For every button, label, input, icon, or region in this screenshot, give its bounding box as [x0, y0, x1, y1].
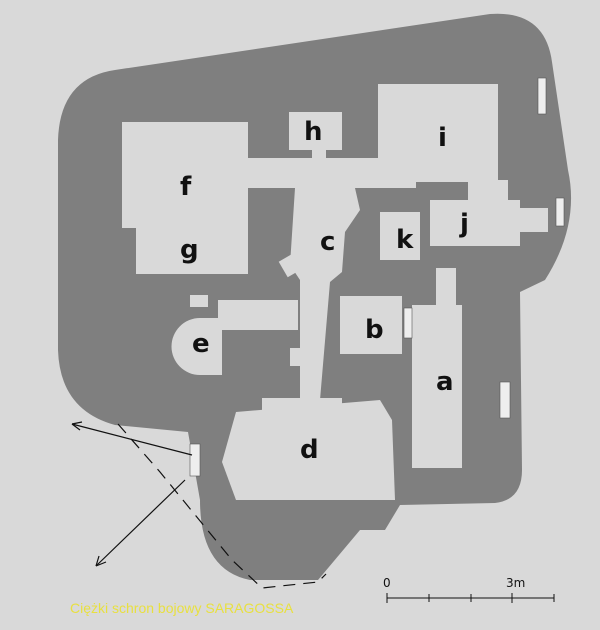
- room-h-space: [289, 112, 342, 150]
- embrasure-east-mid: [555, 197, 565, 227]
- label-room-j: j: [459, 209, 469, 239]
- fire-arrow-lower: [95, 555, 107, 567]
- label-room-h: h: [304, 117, 323, 147]
- label-room-b: b: [365, 315, 384, 345]
- firing-lines: [71, 421, 327, 589]
- room-a-upper: [436, 268, 456, 308]
- scale-end-label: 3m: [506, 576, 525, 590]
- room-labels: a b c d e f g h i j k: [180, 117, 469, 465]
- label-room-d: d: [300, 435, 319, 465]
- room-spaces: [122, 84, 548, 500]
- corridor-top: [248, 158, 416, 188]
- stub-room: [278, 252, 304, 278]
- room-k-space: [380, 212, 420, 260]
- label-room-i: i: [438, 123, 447, 153]
- scale-start-label: 0: [383, 576, 391, 590]
- room-b-space: [340, 296, 402, 354]
- figure-caption: Ciężki schron bojowy SARAGOSSA: [70, 600, 294, 616]
- embrasure-east-top: [537, 77, 547, 115]
- label-room-e: e: [192, 329, 210, 359]
- embrasure-east-low: [499, 381, 511, 419]
- room-g-space: [136, 228, 248, 274]
- label-room-c: c: [320, 227, 335, 257]
- room-d-space: [222, 400, 395, 500]
- scale-bar: 0 3m: [383, 576, 555, 603]
- label-room-g: g: [180, 235, 199, 265]
- label-room-a: a: [436, 367, 454, 397]
- room-e-ext: [218, 300, 298, 330]
- embrasures: [189, 77, 565, 477]
- embrasure-west: [189, 443, 201, 477]
- room-j-ext: [520, 208, 548, 232]
- niche-left-1: [190, 295, 208, 307]
- room-j-space: [430, 200, 520, 246]
- room-d-top: [262, 398, 342, 414]
- niche-left-2: [290, 348, 304, 366]
- room-e-space: [171, 318, 222, 375]
- label-room-k: k: [396, 225, 414, 255]
- corridor-top-left: [248, 168, 256, 182]
- embrasure-b: [403, 307, 413, 339]
- room-f-space: [122, 122, 248, 228]
- fire-line-lower: [95, 479, 186, 567]
- room-c-space: [290, 188, 360, 400]
- room-a-space: [412, 305, 462, 468]
- room-i-ext: [468, 180, 508, 200]
- fire-arrow-upper: [71, 421, 83, 431]
- label-room-f: f: [180, 172, 192, 202]
